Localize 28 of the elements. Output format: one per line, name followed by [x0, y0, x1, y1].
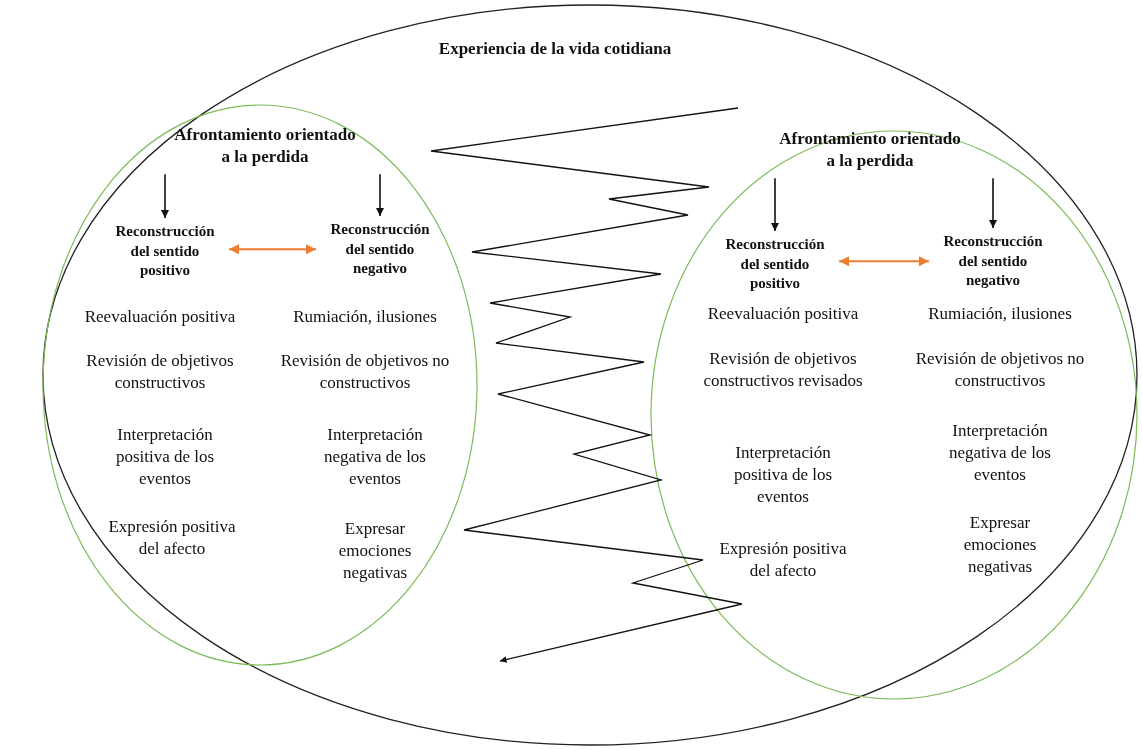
arrow	[376, 173, 384, 217]
list-item-text: Expresar emociones negativas	[962, 512, 1038, 579]
list-item-text: Interpretación negativa de los eventos	[323, 424, 427, 491]
arrow	[161, 173, 169, 219]
subheading-text: Reconstrucción del sentido positivo	[724, 235, 826, 293]
list-item-text: Reevaluación positiva	[83, 306, 237, 328]
list-item-text: Expresar emociones negativas	[337, 518, 413, 585]
heading-text: Afrontamiento orientado a la perdida	[173, 124, 357, 169]
ellipse-label: Experiencia de la vida cotidiana	[437, 38, 673, 60]
double-arrow	[228, 244, 317, 255]
list-item-text: Interpretación positiva de los eventos	[732, 442, 834, 509]
arrow	[989, 177, 997, 229]
list-item-text: Rumiación, ilusiones	[292, 306, 438, 328]
subheading-text: Reconstrucción del sentido negativo	[942, 232, 1044, 290]
list-item-text: Interpretación negativa de los eventos	[948, 420, 1052, 487]
subheading-text: Reconstrucción del sentido positivo	[114, 222, 216, 280]
double-arrow	[838, 256, 930, 267]
list-item-text: Reevaluación positiva	[706, 303, 860, 325]
list-item-text: Revisión de objetivos constructivos	[85, 350, 235, 395]
list-item-text: Interpretación positiva de los eventos	[114, 424, 216, 491]
list-item-text: Revisión de objetivos no constructivos	[279, 350, 451, 395]
list-item-text: Expresión positiva del afecto	[107, 516, 237, 561]
list-item-text: Rumiación, ilusiones	[927, 303, 1073, 325]
list-item-text: Revisión de objetivos no constructivos	[914, 348, 1086, 393]
list-item-text: Expresión positiva del afecto	[718, 538, 848, 583]
subheading-text: Reconstrucción del sentido negativo	[329, 220, 431, 278]
list-item-text: Revisión de objetivos constructivos revisados	[702, 348, 864, 393]
arrow	[771, 177, 779, 232]
